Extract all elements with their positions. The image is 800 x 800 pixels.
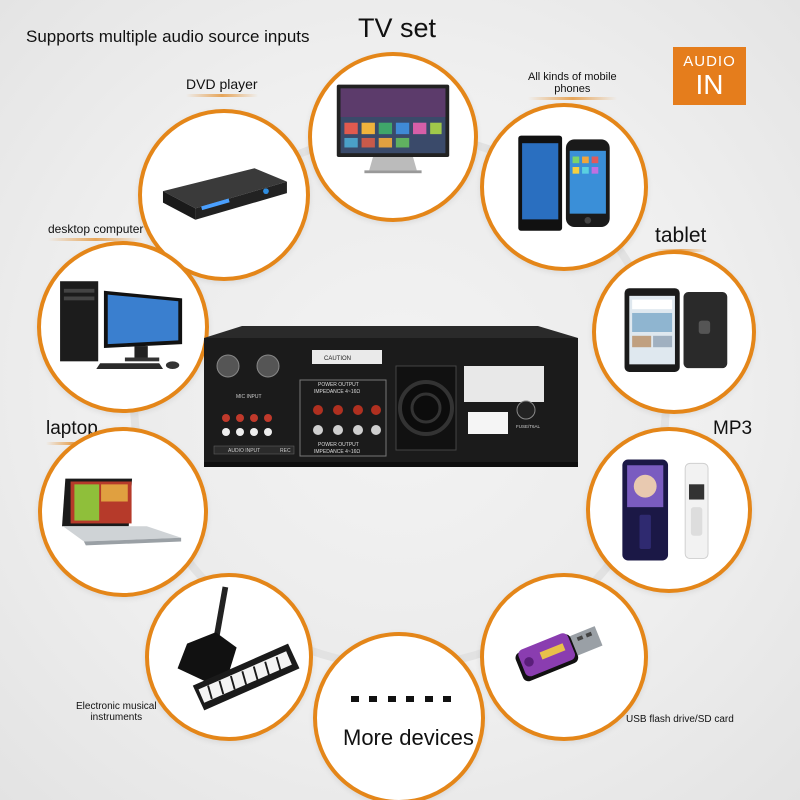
desktop-computer-icon bbox=[60, 281, 183, 369]
tablet-label: tablet bbox=[655, 224, 706, 252]
tv-circle bbox=[308, 52, 478, 222]
mp3-player-icon bbox=[622, 459, 709, 561]
mobile-label: All kinds of mobile phones bbox=[528, 71, 617, 100]
power-output-top: POWER OUTPUT bbox=[318, 382, 359, 388]
usb-label: USB flash drive/SD card bbox=[626, 714, 734, 725]
impedance-bottom: IMPEDANCE 4~16Ω bbox=[314, 449, 360, 455]
instruments-circle bbox=[145, 573, 313, 741]
tablet-circle bbox=[592, 250, 756, 414]
instruments-label-line2: instruments bbox=[90, 712, 143, 723]
mobile-circle bbox=[480, 103, 648, 271]
usb-circle bbox=[480, 573, 648, 741]
rec-text: REC bbox=[280, 448, 291, 454]
more-devices-circle bbox=[313, 632, 485, 800]
mp3-circle bbox=[586, 427, 752, 593]
dot bbox=[387, 696, 396, 702]
page-title: Supports multiple audio source inputs bbox=[26, 27, 310, 46]
mp3-label: MP3 bbox=[713, 418, 753, 439]
amplifier-rear-panel-image: MIC INPUT AUDIO INPUT REC CAUTION POWER … bbox=[204, 326, 578, 467]
desktop-label: desktop computer bbox=[48, 222, 143, 241]
audio-input-text: AUDIO INPUT bbox=[228, 448, 260, 454]
dvd-label: DVD player bbox=[186, 76, 258, 97]
guitar-keyboard-icon bbox=[177, 586, 300, 711]
mobile-phone-icon bbox=[518, 135, 610, 231]
dot bbox=[442, 696, 451, 702]
mobile-label-line1: All kinds of mobile bbox=[528, 71, 617, 83]
tablet-icon bbox=[624, 288, 728, 372]
more-devices-label: More devices bbox=[343, 725, 474, 750]
tv-icon bbox=[336, 84, 450, 174]
instruments-label-line1: Electronic musical bbox=[76, 701, 157, 712]
instruments-label: Electronic musical instruments bbox=[76, 701, 157, 723]
laptop-icon bbox=[62, 478, 182, 546]
badge-line1: AUDIO bbox=[683, 53, 736, 70]
dot bbox=[406, 696, 415, 702]
fuse-text: FUSE/T6AL bbox=[516, 424, 541, 429]
dot bbox=[351, 696, 359, 702]
impedance-top: IMPEDANCE 4~16Ω bbox=[314, 389, 360, 395]
dvd-player-icon bbox=[162, 168, 287, 220]
dot bbox=[424, 696, 433, 702]
mic-input-text: MIC INPUT bbox=[236, 394, 262, 400]
more-dots bbox=[351, 696, 451, 704]
caution-text: CAUTION bbox=[324, 356, 351, 362]
usb-drive-icon bbox=[515, 626, 603, 682]
mobile-label-line2: phones bbox=[554, 83, 591, 96]
dot bbox=[369, 696, 378, 702]
power-output-bottom: POWER OUTPUT bbox=[318, 442, 359, 448]
audio-in-badge: AUDIO IN bbox=[673, 47, 746, 105]
laptop-label: laptop bbox=[46, 418, 98, 445]
desktop-circle bbox=[37, 241, 209, 413]
laptop-circle bbox=[38, 427, 208, 597]
tv-label: TV set bbox=[358, 13, 437, 43]
badge-line2: IN bbox=[695, 69, 724, 100]
